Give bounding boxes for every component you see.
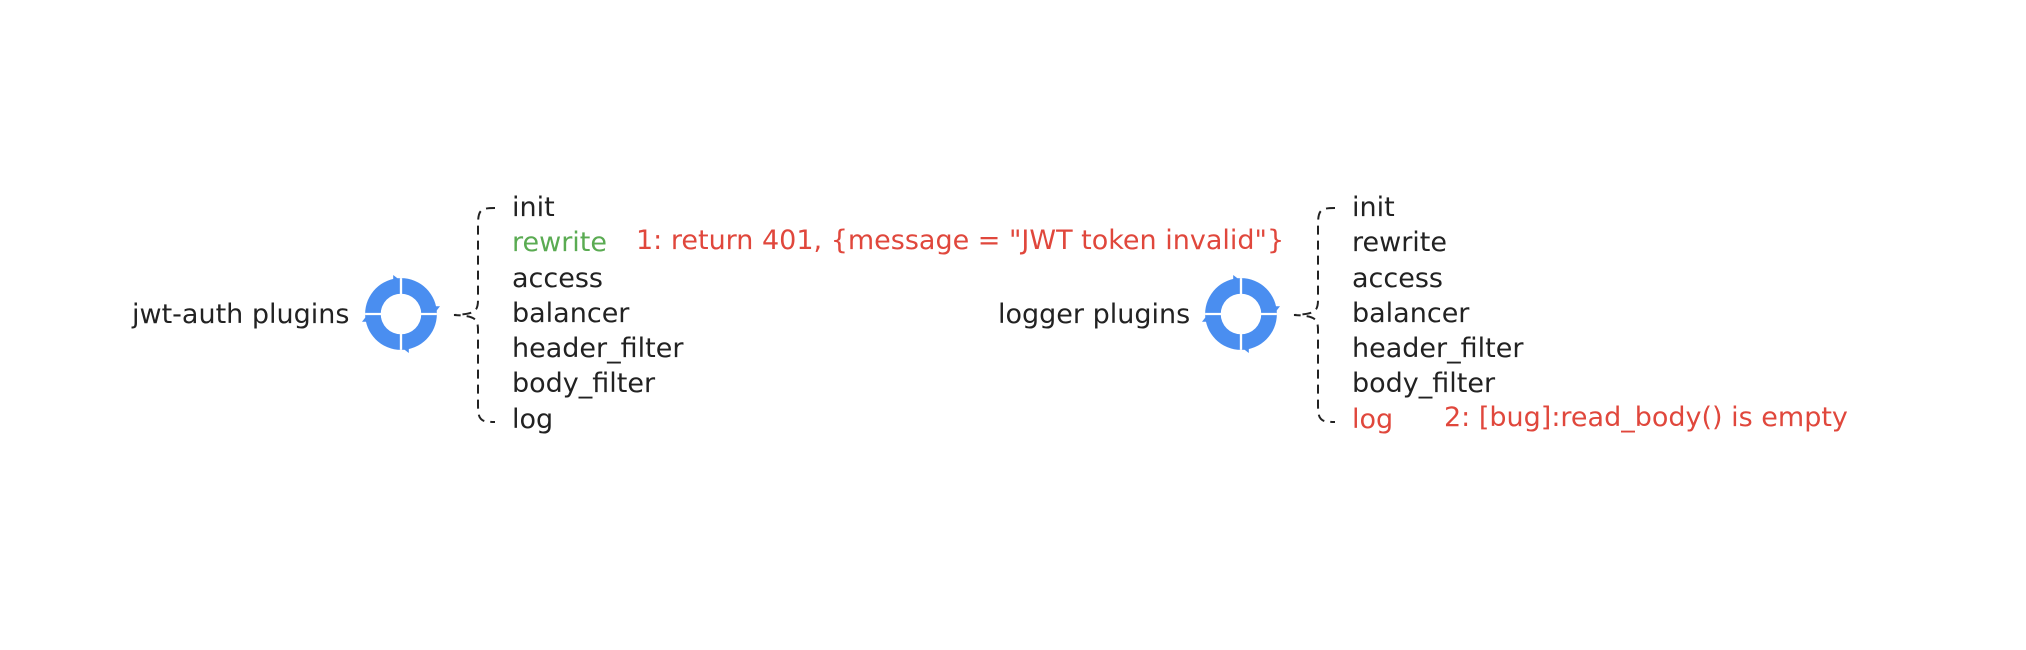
phase-body-filter: body_filter — [1352, 368, 1496, 400]
refresh-cycle-icon — [1202, 275, 1280, 353]
phase-balancer: balancer — [1352, 297, 1470, 329]
phase-balancer: balancer — [512, 297, 630, 329]
phase-brace — [453, 207, 496, 423]
phase-access: access — [512, 262, 603, 294]
phase-log: log — [512, 403, 554, 435]
refresh-cycle-icon — [362, 275, 440, 353]
jwt-auth-plugins-label: jwt-auth plugins — [132, 299, 350, 330]
phase-body-filter: body_filter — [512, 368, 656, 400]
phase-rewrite: rewrite — [512, 227, 608, 259]
phase-log: log — [1352, 403, 1394, 435]
jwt-auth-phase-list: init rewrite access balancer header_filt… — [512, 190, 683, 437]
jwt-auth-group: jwt-auth plugins init rewrite access bal… — [0, 0, 1284, 650]
phase-access: access — [1352, 262, 1443, 294]
phase-header-filter: header_filter — [512, 333, 684, 365]
phase-brace — [1293, 207, 1336, 423]
logger-phase-list: init rewrite access balancer header_filt… — [1352, 190, 1523, 437]
phase-init: init — [512, 192, 555, 223]
jwt-rewrite-note: 1: return 401, {message = "JWT token inv… — [636, 225, 1285, 256]
phase-init: init — [1352, 192, 1395, 223]
phase-rewrite: rewrite — [1352, 227, 1448, 259]
logger-log-note: 2: [bug]:read_body() is empty — [1444, 402, 1848, 433]
phase-header-filter: header_filter — [1352, 333, 1524, 365]
logger-plugins-label: logger plugins — [998, 299, 1191, 330]
